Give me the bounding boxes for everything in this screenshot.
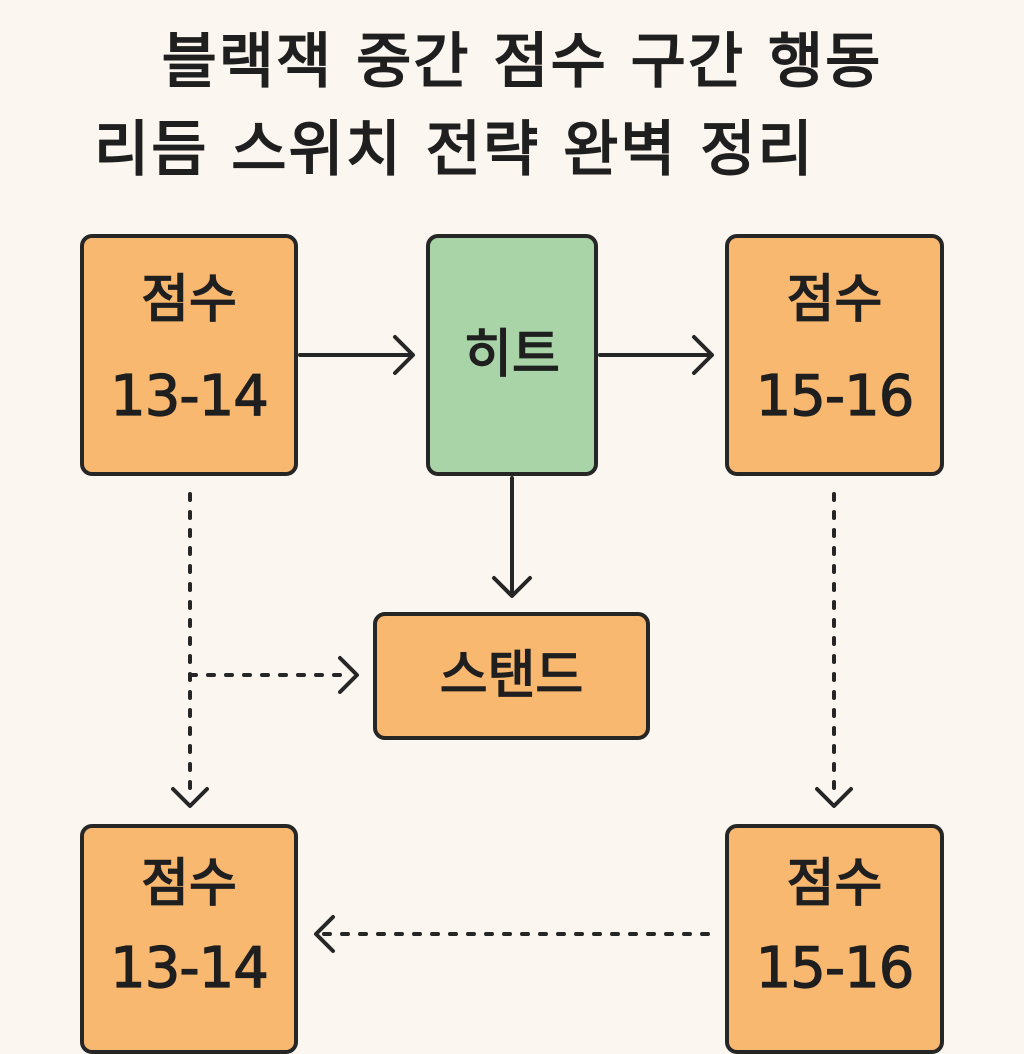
node-score-15-16-top: 점수 15-16 <box>725 234 944 476</box>
connector-layer <box>171 335 853 953</box>
node-score-13-14-bottom: 점수 13-14 <box>80 824 298 1054</box>
node-stand: 스탠드 <box>373 612 650 740</box>
node-range: 13-14 <box>110 363 270 429</box>
arrowhead-to-bottom-right <box>815 787 853 808</box>
node-score-13-14-top: 점수 13-14 <box>80 234 298 476</box>
node-label: 히트 <box>464 325 560 385</box>
arrowhead-to-bottom-left <box>171 787 209 808</box>
node-hit: 히트 <box>426 234 598 476</box>
diagram-title: 블랙잭 중간 점수 구간 행동 리듬 스위치 전략 완벽 정리 <box>0 18 1024 194</box>
node-label: 점수 <box>786 854 883 914</box>
node-label: 점수 <box>786 270 883 330</box>
node-label: 스탠드 <box>439 646 584 706</box>
node-label: 점수 <box>141 854 237 914</box>
node-label: 점수 <box>141 270 237 330</box>
node-score-15-16-bottom: 점수 15-16 <box>725 824 944 1054</box>
arrowhead-to-top-right <box>692 335 714 375</box>
arrowhead-to-stand-dotted <box>338 656 359 694</box>
title-line-1: 블랙잭 중간 점수 구간 행동 <box>161 27 883 97</box>
node-range: 15-16 <box>755 363 915 429</box>
node-range: 13-14 <box>110 935 270 1001</box>
arrowhead-to-stand <box>492 576 532 598</box>
node-range: 15-16 <box>755 935 915 1001</box>
arrowhead-to-bottom-left-horizontal <box>314 915 335 953</box>
arrowhead-to-hit <box>393 335 415 375</box>
title-line-2: 리듬 스위치 전략 완벽 정리 <box>94 115 815 185</box>
